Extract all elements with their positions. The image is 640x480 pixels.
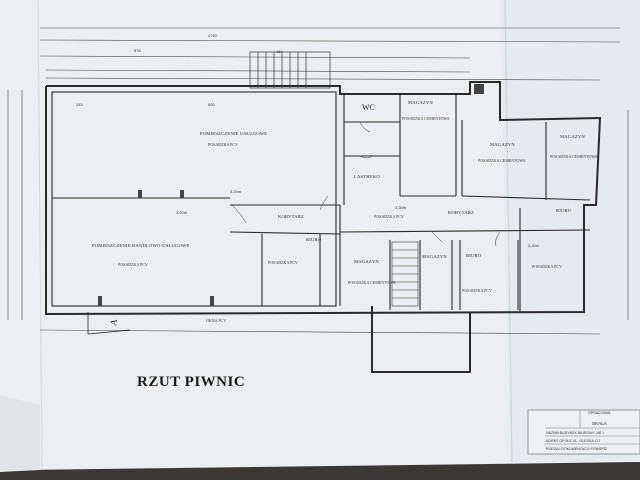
room-name: BIURO — [466, 253, 482, 258]
room-name: BIURO — [306, 237, 322, 242]
dim-label: 145 — [76, 102, 83, 107]
door-swings — [231, 121, 501, 247]
dimension-lines — [7, 27, 629, 335]
room-name: WC — [362, 103, 375, 112]
room-name: MAGAZYN — [408, 100, 433, 105]
room-floor: POSADZKA PCV — [268, 260, 298, 265]
room-name: BIURO — [556, 208, 572, 213]
stamp-badge: OPRACOWAŁ — [588, 411, 611, 415]
dim-label: 3,20m — [176, 210, 188, 215]
room-name: MAGAZYN — [354, 259, 379, 264]
window-note: OKNA PCV — [206, 318, 226, 323]
room-name: MAGAZYN — [560, 134, 585, 139]
stairs-top — [249, 51, 331, 89]
room-floor: POSADZKA PCV — [208, 142, 238, 147]
section-letter: A — [108, 318, 119, 327]
room-name: KORYTARZ — [448, 210, 474, 215]
stamp-row: ADRES OPOLE UL. OLESKA 117 — [546, 439, 600, 443]
room-floor: POSADZKA CEMENTOWA — [348, 280, 396, 285]
room-name: MAGAZYN — [490, 142, 515, 147]
room-floor: POSADZKA PCV — [462, 288, 492, 293]
room-floor: POSADZKA CEMENTOWA — [402, 116, 450, 121]
dim-label: 3,20m — [230, 189, 242, 194]
room-floor: POSADZKA PCV — [118, 262, 148, 267]
columns — [98, 84, 484, 306]
title-block — [527, 409, 640, 455]
dim-label: 3,20m — [528, 243, 540, 248]
room-name: MAGAZYN — [422, 254, 447, 259]
room-name: KORYTARZ — [278, 214, 304, 219]
drawing-title: RZUT PIWNIC — [137, 374, 245, 390]
outer-walls — [45, 81, 602, 373]
dim-label: 800 — [208, 102, 215, 107]
room-name: POMIESZCZENIE HANDLOWO-USŁUGOWE — [92, 243, 190, 248]
room-floor: POSADZKA PCV — [532, 264, 562, 269]
room-floor: POSADZKA PCV — [374, 214, 404, 219]
dim-label: 4760 — [208, 33, 218, 38]
paper-corner — [0, 395, 40, 472]
paper-fold — [37, 0, 43, 471]
stamp-row: NAZWA BUDYNEK BIUROWY NR 1 — [546, 431, 604, 435]
dim-label: 3,20m — [395, 205, 407, 210]
dim-label: 876 — [134, 48, 141, 53]
paper-sheet-right — [500, 0, 640, 462]
room-name: LASTRYKO — [354, 174, 380, 179]
inner-walls — [51, 91, 591, 312]
room-floor: POSADZKA CEMENTOWA — [478, 158, 526, 163]
room-name: POMIESZCZENIE USŁUGOWE — [200, 131, 267, 136]
stairs-middle — [391, 241, 419, 307]
dim-label: 460 — [276, 49, 283, 54]
stamp-row: RODZAJ DOKUMENTACJI POWIERZ — [546, 447, 608, 451]
section-marker-icon — [87, 312, 131, 335]
stamp-header: SKALA — [592, 421, 608, 426]
room-floor: POSADZKA CEMENTOWA — [550, 154, 598, 159]
